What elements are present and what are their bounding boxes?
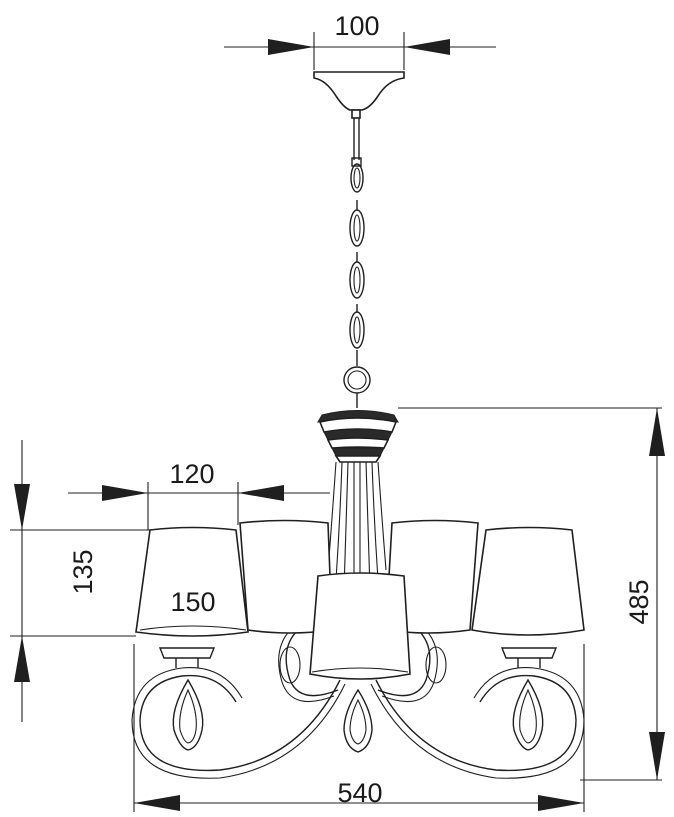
canopy-width-label: 100: [334, 11, 379, 41]
ceiling-canopy: [313, 71, 405, 119]
suspension-chain: [343, 118, 371, 408]
dimension-lines: [10, 32, 665, 812]
arrow-left: [404, 39, 450, 55]
shade-bottom-width-label: 150: [170, 587, 215, 617]
lampshade-centre: [309, 572, 411, 680]
shade-top-width-label: 120: [169, 459, 214, 489]
lamp-shades: [135, 519, 585, 680]
shade-height-label: 135: [68, 549, 98, 594]
arrow-right: [268, 39, 314, 55]
central-body: [317, 410, 399, 600]
lampshade-right: [471, 526, 585, 636]
overall-height-label: 485: [624, 579, 654, 624]
overall-width-label: 540: [337, 778, 382, 808]
lampshade-left: [135, 526, 249, 637]
chandelier-arms: [131, 627, 585, 779]
